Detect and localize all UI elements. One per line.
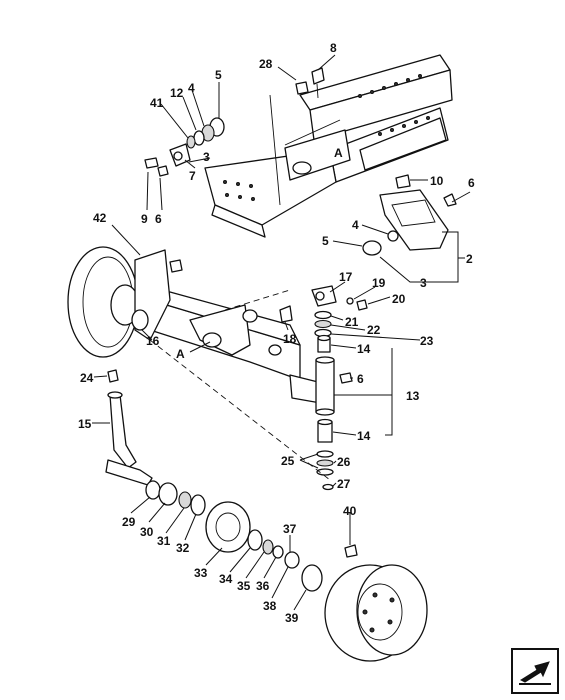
- callout-label: 4: [352, 218, 359, 232]
- callout-label: 33: [194, 566, 208, 580]
- callout-label: 40: [343, 504, 357, 518]
- callout-label: 24: [80, 371, 94, 385]
- callout-label: 10: [430, 174, 444, 188]
- callout-label: 39: [285, 611, 299, 625]
- navigation-button[interactable]: [511, 648, 559, 694]
- callout-label: 3: [203, 150, 210, 164]
- leader-lines: [92, 54, 471, 611]
- callout-label: 7: [189, 169, 196, 183]
- callout-label: 6: [155, 212, 162, 226]
- callout-label: 17: [339, 270, 353, 284]
- callout-label: 26: [337, 455, 351, 469]
- callout-label: 8: [330, 41, 337, 55]
- callout-label: 5: [322, 234, 329, 248]
- callout-label: 41: [150, 96, 164, 110]
- callout-label: 6: [468, 176, 475, 190]
- callout-label: 9: [141, 212, 148, 226]
- callout-label: 34: [219, 572, 233, 586]
- callout-label: 4: [188, 81, 195, 95]
- callout-label: 30: [140, 525, 154, 539]
- bolt-28: [295, 81, 309, 95]
- callout-label: 28: [259, 57, 273, 71]
- callout-label: 25: [281, 454, 295, 468]
- callout-label: 29: [122, 515, 136, 529]
- callout-label: 20: [392, 292, 406, 306]
- callout-label: 13: [406, 389, 420, 403]
- bracket-2: [362, 174, 457, 256]
- callout-label: A: [334, 146, 343, 160]
- callout-label: 38: [263, 599, 277, 613]
- frame-rails: [204, 54, 453, 238]
- callout-label: 32: [176, 541, 190, 555]
- callout-label: 6: [357, 372, 364, 386]
- callout-label: 14: [357, 342, 371, 356]
- callout-label: 37: [283, 522, 297, 536]
- callout-label: 18: [283, 332, 297, 346]
- arrow-icon: [519, 661, 551, 685]
- callout-label: 23: [420, 334, 434, 348]
- callout-label: 3: [420, 276, 427, 290]
- callout-label: 21: [345, 315, 359, 329]
- callout-label: 19: [372, 276, 386, 290]
- kingpin-stack: [279, 285, 368, 491]
- callout-label: 14: [357, 429, 371, 443]
- hub-assembly: [145, 480, 358, 592]
- right-wheel-rim: [324, 564, 428, 662]
- callout-label: 15: [78, 417, 92, 431]
- callout-label: 2: [466, 252, 473, 266]
- callout-label: A: [176, 347, 185, 361]
- callout-label: 35: [237, 579, 251, 593]
- callout-label: 27: [337, 477, 351, 491]
- left-wheel: [67, 246, 183, 358]
- callout-labels: 8 28 5 41 12 4 3 7 9 6 A 10 6 4 5 2 3 42…: [78, 41, 475, 625]
- callout-label: 36: [256, 579, 270, 593]
- frame-holes: [223, 74, 430, 201]
- callout-label: 12: [170, 86, 184, 100]
- callout-label: 16: [146, 334, 160, 348]
- callout-label: 22: [367, 323, 381, 337]
- front-axle: [149, 291, 333, 406]
- callout-label: 31: [157, 534, 171, 548]
- callout-label: 42: [93, 211, 107, 225]
- callout-label: 5: [215, 68, 222, 82]
- spindle-15: [105, 369, 153, 486]
